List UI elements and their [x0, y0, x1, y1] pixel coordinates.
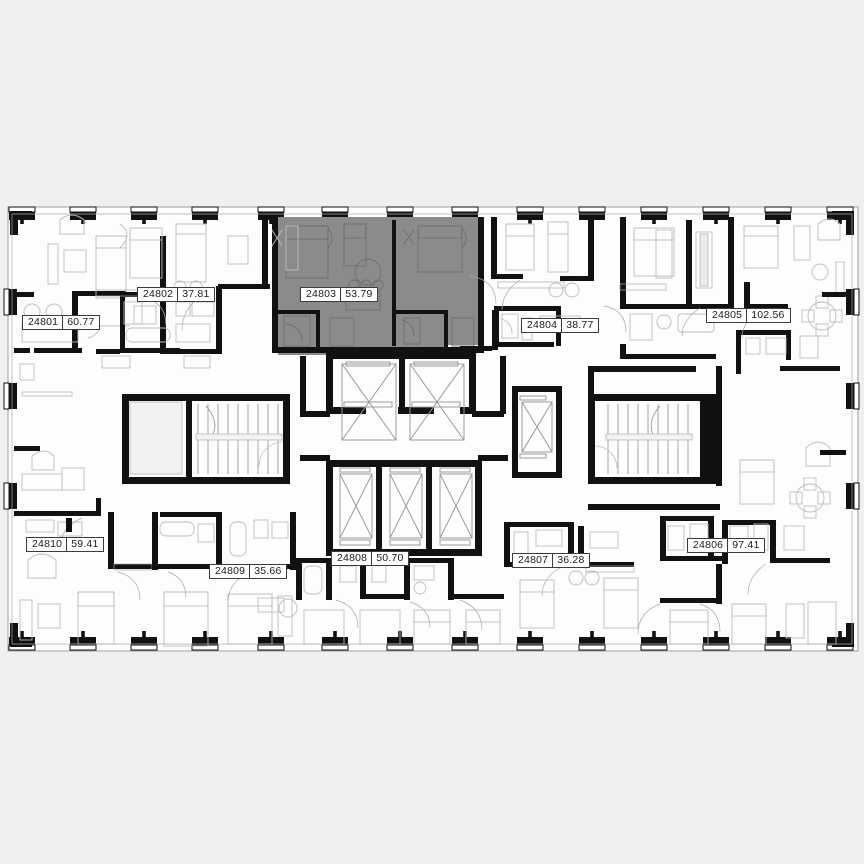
floor-plan-drawing: .bg{fill:#fdfdfd;} .w{fill:#111;} /* str…	[3, 206, 860, 652]
unit-area: 38.77	[566, 319, 594, 331]
unit-area: 59.41	[71, 538, 99, 550]
unit-label-24805[interactable]: 24805 102.56	[706, 308, 791, 323]
unit-label-24802[interactable]: 24802 37.81	[137, 287, 216, 302]
unit-number: 24801	[28, 316, 59, 328]
label-divider	[249, 565, 251, 578]
unit-label-24809[interactable]: 24809 35.66	[209, 564, 288, 579]
unit-area: 37.81	[182, 288, 210, 300]
unit-area: 36.28	[557, 554, 585, 566]
unit-number: 24804	[527, 319, 558, 331]
unit-area: 60.77	[67, 316, 95, 328]
unit-label-24804[interactable]: 24804 38.77	[521, 318, 600, 333]
unit-number: 24809	[215, 565, 246, 577]
label-divider	[552, 554, 554, 567]
unit-area: 102.56	[751, 309, 785, 321]
label-divider	[371, 552, 373, 565]
lobby-walls	[300, 356, 508, 461]
unit-number: 24808	[337, 552, 368, 564]
corridor-partitions	[14, 282, 846, 532]
label-divider	[66, 538, 68, 551]
unit-24808[interactable]	[257, 558, 504, 645]
left-service-core	[96, 349, 218, 369]
facade-glazing	[11, 213, 853, 645]
unit-24803-walls	[272, 217, 484, 353]
unit-area: 50.70	[376, 552, 404, 564]
unit-number: 24806	[693, 539, 724, 551]
unit-area: 53.79	[345, 288, 373, 300]
core-upper-elevators	[326, 352, 476, 441]
unit-label-24801[interactable]: 24801 60.77	[22, 315, 101, 330]
label-divider	[340, 288, 342, 301]
stairwell-left	[122, 394, 290, 484]
unit-label-24803[interactable]: 24803 53.79	[300, 287, 379, 302]
unit-number: 24805	[712, 309, 743, 321]
stairwell-right	[588, 366, 722, 510]
label-divider	[177, 288, 179, 301]
unit-number: 24807	[518, 554, 549, 566]
label-divider	[727, 539, 729, 552]
unit-label-24810[interactable]: 24810 59.41	[26, 537, 105, 552]
unit-24803-furniture	[283, 223, 475, 347]
unit-label-24807[interactable]: 24807 36.28	[512, 553, 591, 568]
unit-area: 97.41	[732, 539, 760, 551]
label-divider	[561, 319, 563, 332]
label-divider	[62, 316, 64, 329]
corner-columns	[10, 211, 854, 647]
unit-number: 24810	[32, 538, 63, 550]
service-shaft-right	[512, 386, 562, 478]
floor-plan-canvas[interactable]: .bg{fill:#fdfdfd;} .w{fill:#111;} /* str…	[0, 206, 864, 652]
unit-24810[interactable]	[14, 450, 153, 645]
unit-label-24808[interactable]: 24808 50.70	[331, 551, 410, 566]
unit-label-24806[interactable]: 24806 97.41	[687, 538, 766, 553]
unit-24805[interactable]	[603, 217, 845, 374]
unit-number: 24802	[143, 288, 174, 300]
unit-number: 24803	[306, 288, 337, 300]
unit-area: 35.66	[254, 565, 282, 577]
label-divider	[746, 309, 748, 322]
